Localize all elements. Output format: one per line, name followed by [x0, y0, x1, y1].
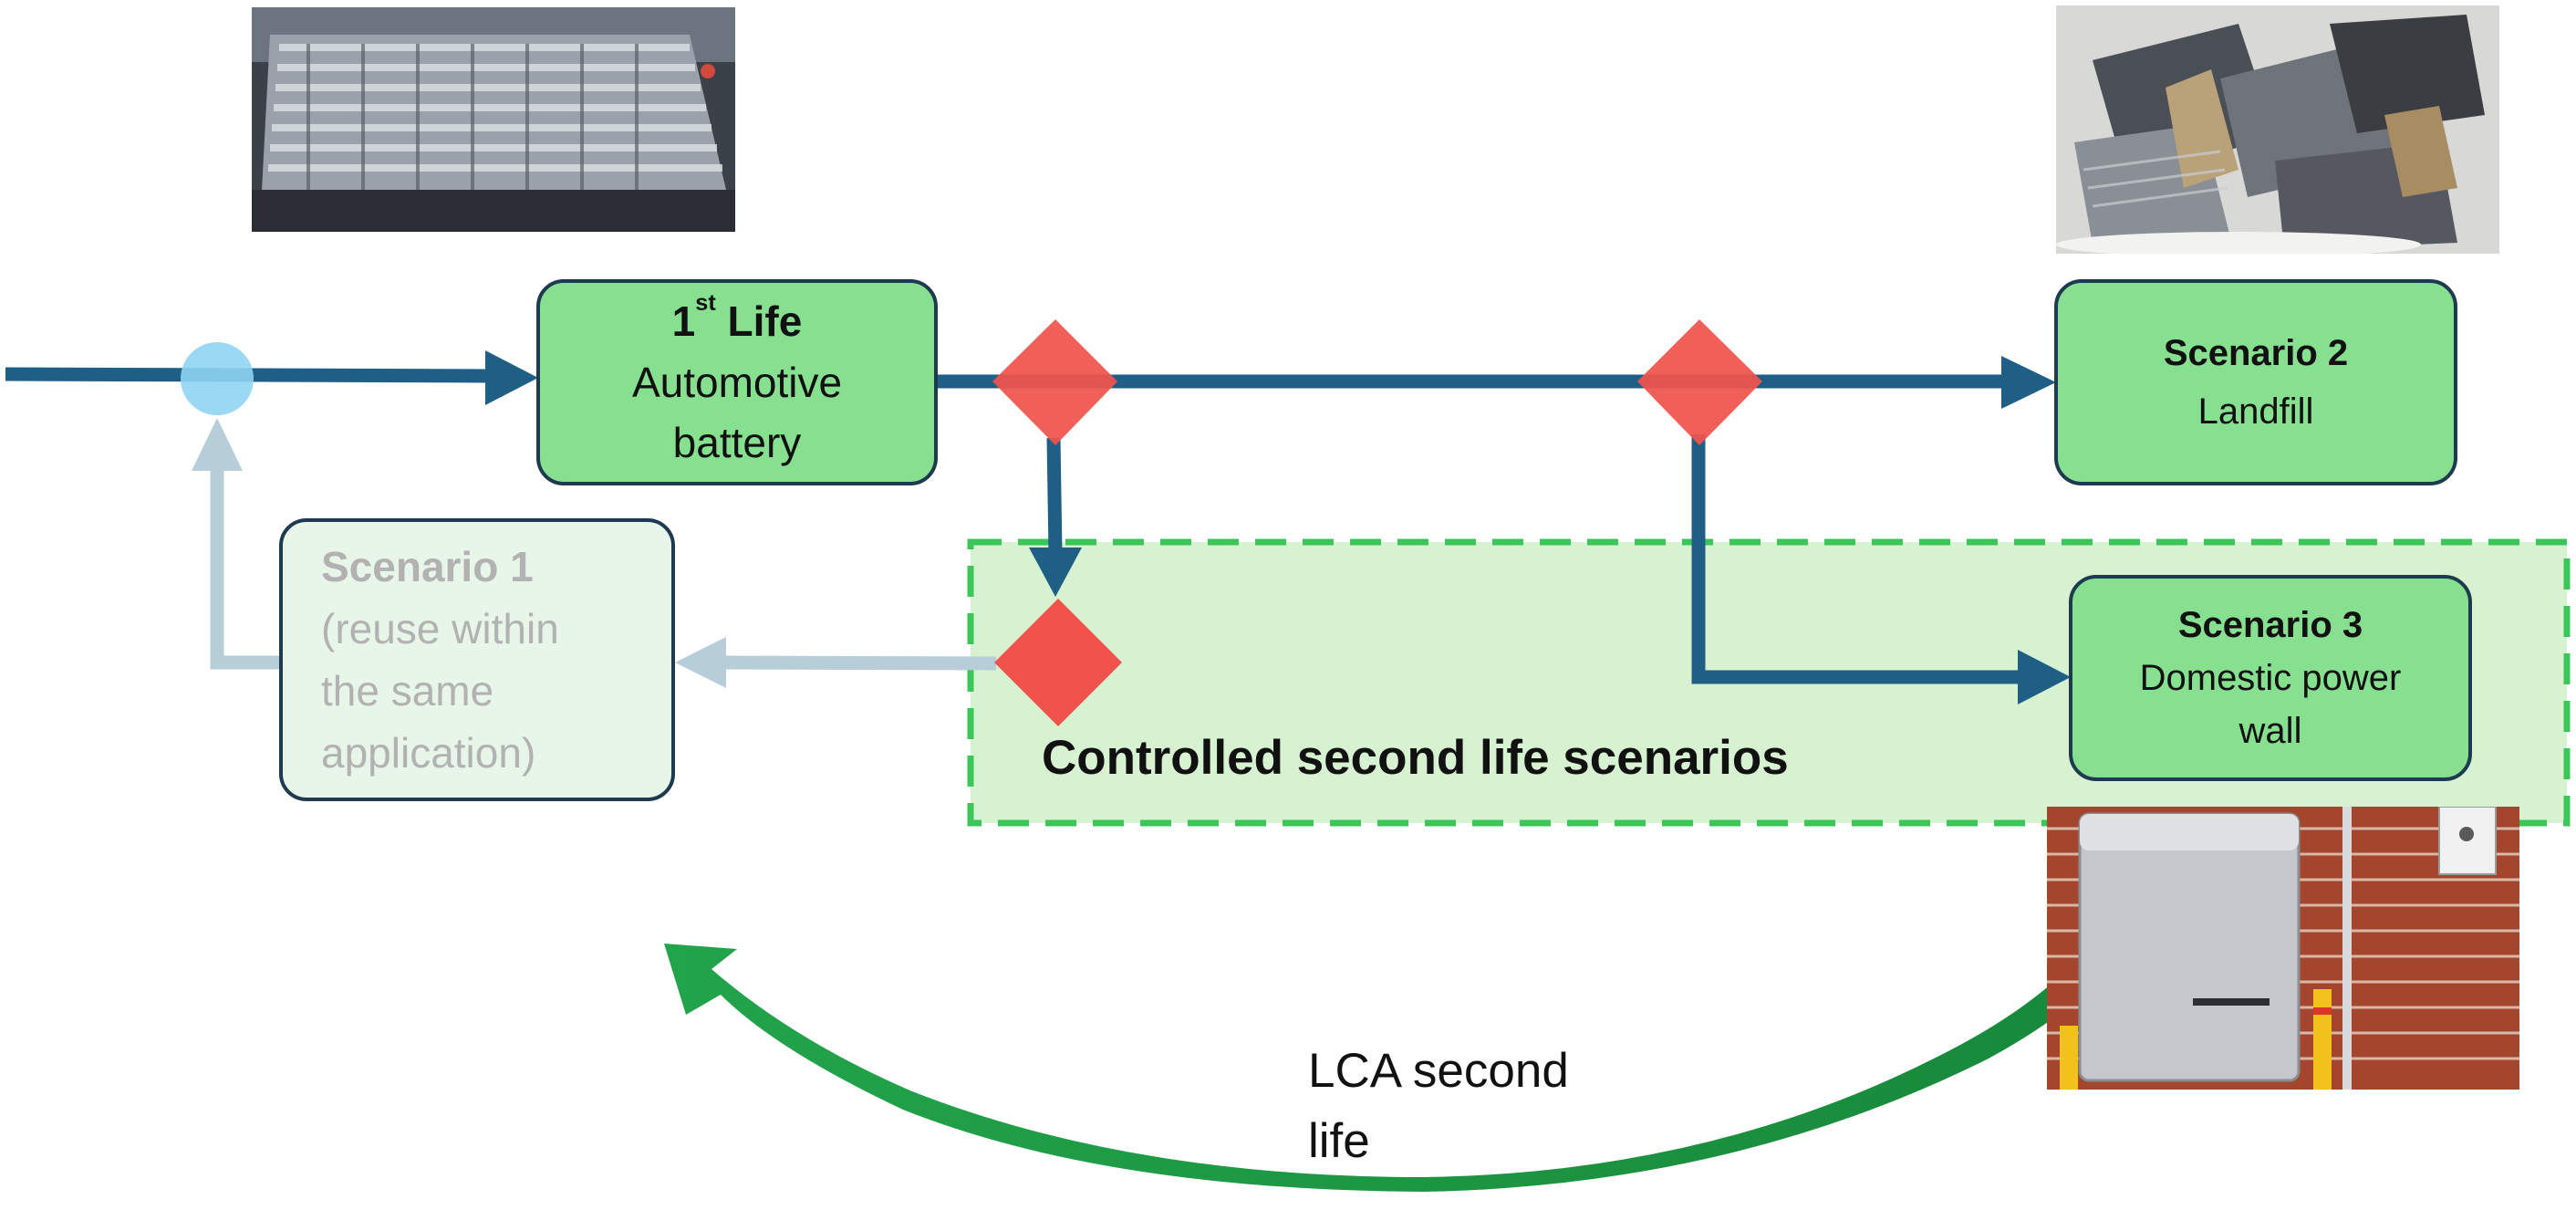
- decision-diamond-2: [1637, 319, 1762, 445]
- lca-label-line1: LCA second: [1308, 1044, 1569, 1098]
- scenario2-title: Scenario 2: [2163, 333, 2349, 373]
- scenario2-node: Scenario 2 Landfill: [2054, 279, 2457, 485]
- scenario2-line2: Landfill: [2197, 391, 2314, 432]
- faded-return-line: [210, 465, 279, 670]
- scenario1-line3: the same: [321, 667, 494, 715]
- first-life-node: 1st Life Automotive battery: [536, 279, 938, 485]
- faded-arrowhead-up: [192, 418, 243, 471]
- first-life-title: 1st Life: [671, 289, 803, 345]
- arrowhead-down: [1029, 548, 1082, 597]
- lca-curved-arrow: [664, 931, 2133, 1192]
- scenario1-node: Scenario 1 (reuse within the same applic…: [279, 518, 675, 801]
- scenario3-node: Scenario 3 Domestic power wall: [2069, 575, 2472, 781]
- arrowhead-to-scenario3: [2018, 650, 2071, 704]
- scenario3-line2: Domestic power: [2139, 658, 2402, 698]
- scenario1-line4: application): [321, 729, 536, 777]
- home-power-wall-photo: [2047, 807, 2519, 1090]
- decision-diamond-1: [992, 319, 1117, 445]
- junction-circle: [181, 342, 254, 415]
- faded-flow-to-scenario1: [720, 655, 997, 671]
- first-life-line3: battery: [672, 419, 802, 467]
- lca-label: LCA second life: [1308, 1037, 1691, 1177]
- decision-diamond-3: [994, 599, 1122, 726]
- arrowhead-to-first-life: [485, 350, 538, 405]
- scenario3-line3: wall: [2238, 711, 2302, 751]
- arrowhead-to-scenario2: [2001, 356, 2056, 409]
- first-life-line2: Automotive: [631, 358, 843, 406]
- down-flow-line: [1046, 437, 1063, 554]
- faded-arrowhead-scenario1: [675, 637, 726, 688]
- battery-cells-photo: [252, 7, 735, 232]
- scenario3-title: Scenario 3: [2177, 605, 2363, 645]
- scenario1-line2: (reuse within: [321, 604, 559, 652]
- controlled-region-label: Controlled second life scenarios: [1042, 731, 1789, 785]
- scenario3-flow-line: [1691, 434, 2025, 684]
- scenario1-title: Scenario 1: [321, 542, 534, 590]
- scrap-battery-photo: [2056, 5, 2499, 254]
- lca-label-line2: life: [1308, 1113, 1370, 1168]
